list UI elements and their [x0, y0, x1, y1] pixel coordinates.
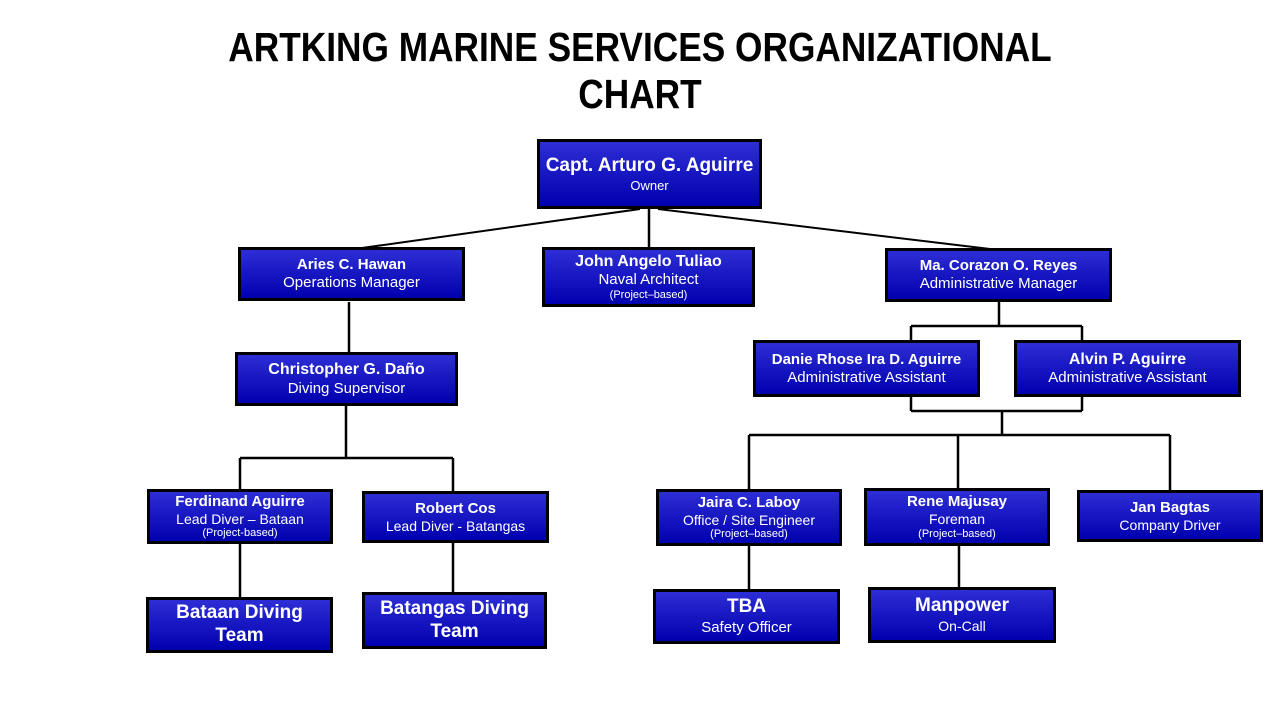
node-title: Lead Diver - Batangas — [385, 517, 526, 534]
org-node-office-site-engineer: Jaira C. Laboy Office / Site Engineer (P… — [656, 489, 842, 546]
org-node-naval-architect: John Angelo Tuliao Naval Architect (Proj… — [542, 247, 755, 307]
node-name: Christopher G. Daño — [268, 361, 425, 379]
node-title: Company Driver — [1119, 516, 1221, 533]
node-name: Alvin P. Aguirre — [1068, 350, 1187, 368]
node-name: Manpower — [915, 595, 1009, 617]
org-node-owner: Capt. Arturo G. Aguirre Owner — [537, 139, 762, 209]
node-title: Office / Site Engineer — [682, 511, 816, 528]
node-title: Operations Manager — [283, 274, 420, 291]
node-note: (Project–based) — [710, 528, 788, 541]
org-node-lead-diver-batangas: Robert Cos Lead Diver - Batangas — [362, 491, 549, 543]
org-node-admin-assistant-danie: Danie Rhose Ira D. Aguirre Administrativ… — [753, 340, 980, 397]
node-name: Danie Rhose Ira D. Aguirre — [771, 350, 962, 368]
page-title-line2: CHART — [578, 71, 702, 118]
node-name: Jan Bagtas — [1129, 498, 1211, 516]
node-title: Owner — [630, 177, 669, 193]
node-title: Naval Architect — [598, 271, 699, 288]
page-title-line1: ARTKING MARINE SERVICES ORGANIZATIONAL — [228, 24, 1052, 70]
org-node-operations-manager: Aries C. Hawan Operations Manager — [238, 247, 465, 301]
node-note: (Project–based) — [918, 527, 996, 540]
node-name: Ferdinand Aguirre — [175, 492, 305, 510]
node-name: John Angelo Tuliao — [575, 252, 722, 270]
org-node-administrative-manager: Ma. Corazon O. Reyes Administrative Mana… — [885, 248, 1112, 302]
node-note: (Project-based) — [202, 527, 278, 540]
node-title: Foreman — [928, 511, 986, 527]
node-title: Administrative Manager — [919, 275, 1078, 292]
node-name: Jaira C. Laboy — [697, 493, 801, 511]
node-name: Robert Cos — [415, 499, 496, 517]
org-node-foreman: Rene Majusay Foreman (Project–based) — [864, 488, 1050, 546]
org-node-bataan-diving-team: Bataan Diving Team — [146, 597, 333, 653]
org-node-admin-assistant-alvin: Alvin P. Aguirre Administrative Assistan… — [1014, 340, 1241, 397]
node-title: Administrative Assistant — [1048, 369, 1207, 387]
node-name: TBA — [726, 596, 767, 618]
node-title: Safety Officer — [701, 618, 792, 636]
node-name: Ma. Corazon O. Reyes — [919, 257, 1078, 274]
node-title: On-Call — [938, 618, 986, 634]
node-title: Lead Diver – Bataan — [176, 510, 304, 527]
node-title: Administrative Assistant — [787, 368, 946, 386]
node-name: Bataan Diving Team — [176, 602, 303, 646]
node-name: Capt. Arturo G. Aguirre — [545, 154, 754, 176]
node-name: Batangas Diving Team — [380, 597, 529, 642]
org-node-diving-supervisor: Christopher G. Daño Diving Supervisor — [235, 352, 458, 406]
org-node-manpower-oncall: Manpower On-Call — [868, 587, 1056, 643]
node-name: Rene Majusay — [906, 493, 1008, 510]
node-name: Aries C. Hawan — [296, 256, 407, 273]
org-node-company-driver: Jan Bagtas Company Driver — [1077, 490, 1263, 542]
org-node-batangas-diving-team: Batangas Diving Team — [362, 592, 547, 649]
org-node-safety-officer: TBA Safety Officer — [653, 589, 840, 644]
page-title: ARTKING MARINE SERVICES ORGANIZATIONAL C… — [90, 24, 1191, 118]
node-note: (Project–based) — [609, 289, 688, 301]
node-title: Diving Supervisor — [287, 379, 406, 397]
org-node-lead-diver-bataan: Ferdinand Aguirre Lead Diver – Bataan (P… — [147, 489, 333, 544]
